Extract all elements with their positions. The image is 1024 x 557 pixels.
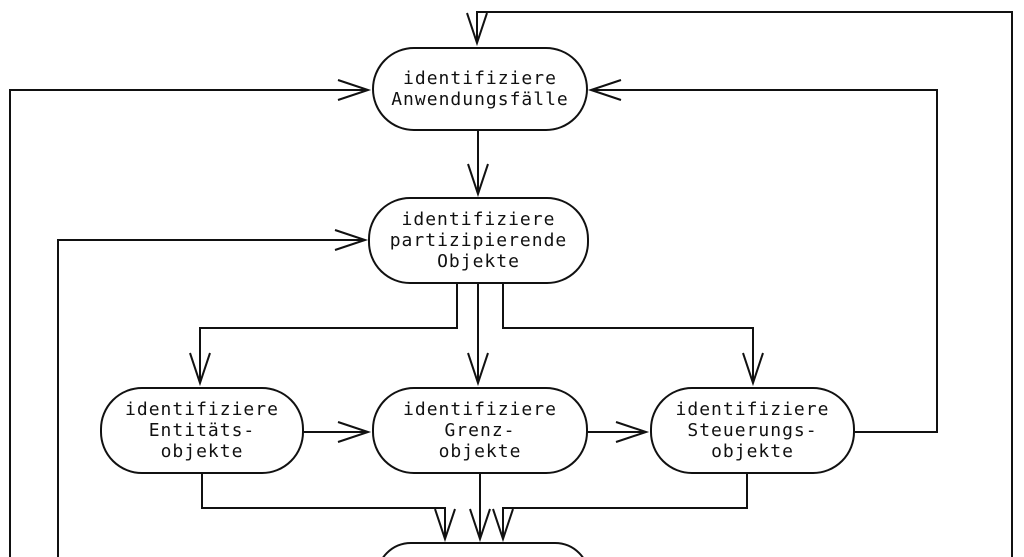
node-identifiziere-entitaetsobjekte: identifiziere Entitäts- objekte — [100, 387, 304, 474]
edge-feedback-to-anwendungsfaelle-top — [466, 11, 1013, 557]
node-identifiziere-partizipierende-objekte: identifiziere partizipierende Objekte — [368, 197, 589, 284]
edge-feedback-to-anwendungsfaelle-left — [9, 79, 372, 557]
edge-steuerungs-to-anwendungsfaelle — [587, 79, 938, 433]
node-label: identifiziere Entitäts- objekte — [125, 399, 279, 462]
node-label: identifiziere partizipierende Objekte — [389, 209, 568, 272]
node-identifiziere-grenzobjekte: identifiziere Grenz- objekte — [372, 387, 588, 474]
edge-entitaets-to-bottom-node — [201, 474, 456, 543]
edge-partizipierende-to-steuerungs — [502, 284, 764, 387]
node-identifiziere-steuerungsobjekte: identifiziere Steuerungs- objekte — [650, 387, 855, 474]
node-label: identifiziere Grenz- objekte — [403, 399, 557, 462]
edge-partizipierende-to-entitaets — [189, 284, 458, 387]
edge-feedback-to-partizipierende-left — [57, 229, 369, 557]
node-identifiziere-anwendungsfaelle: identifiziere Anwendungsfälle — [372, 47, 588, 131]
node-label: identifiziere Steuerungs- objekte — [675, 399, 830, 462]
edge-steuerungs-to-bottom-node — [492, 474, 748, 543]
node-bottom-cutoff — [376, 542, 590, 557]
node-label: identifiziere Anwendungsfälle — [391, 68, 569, 110]
